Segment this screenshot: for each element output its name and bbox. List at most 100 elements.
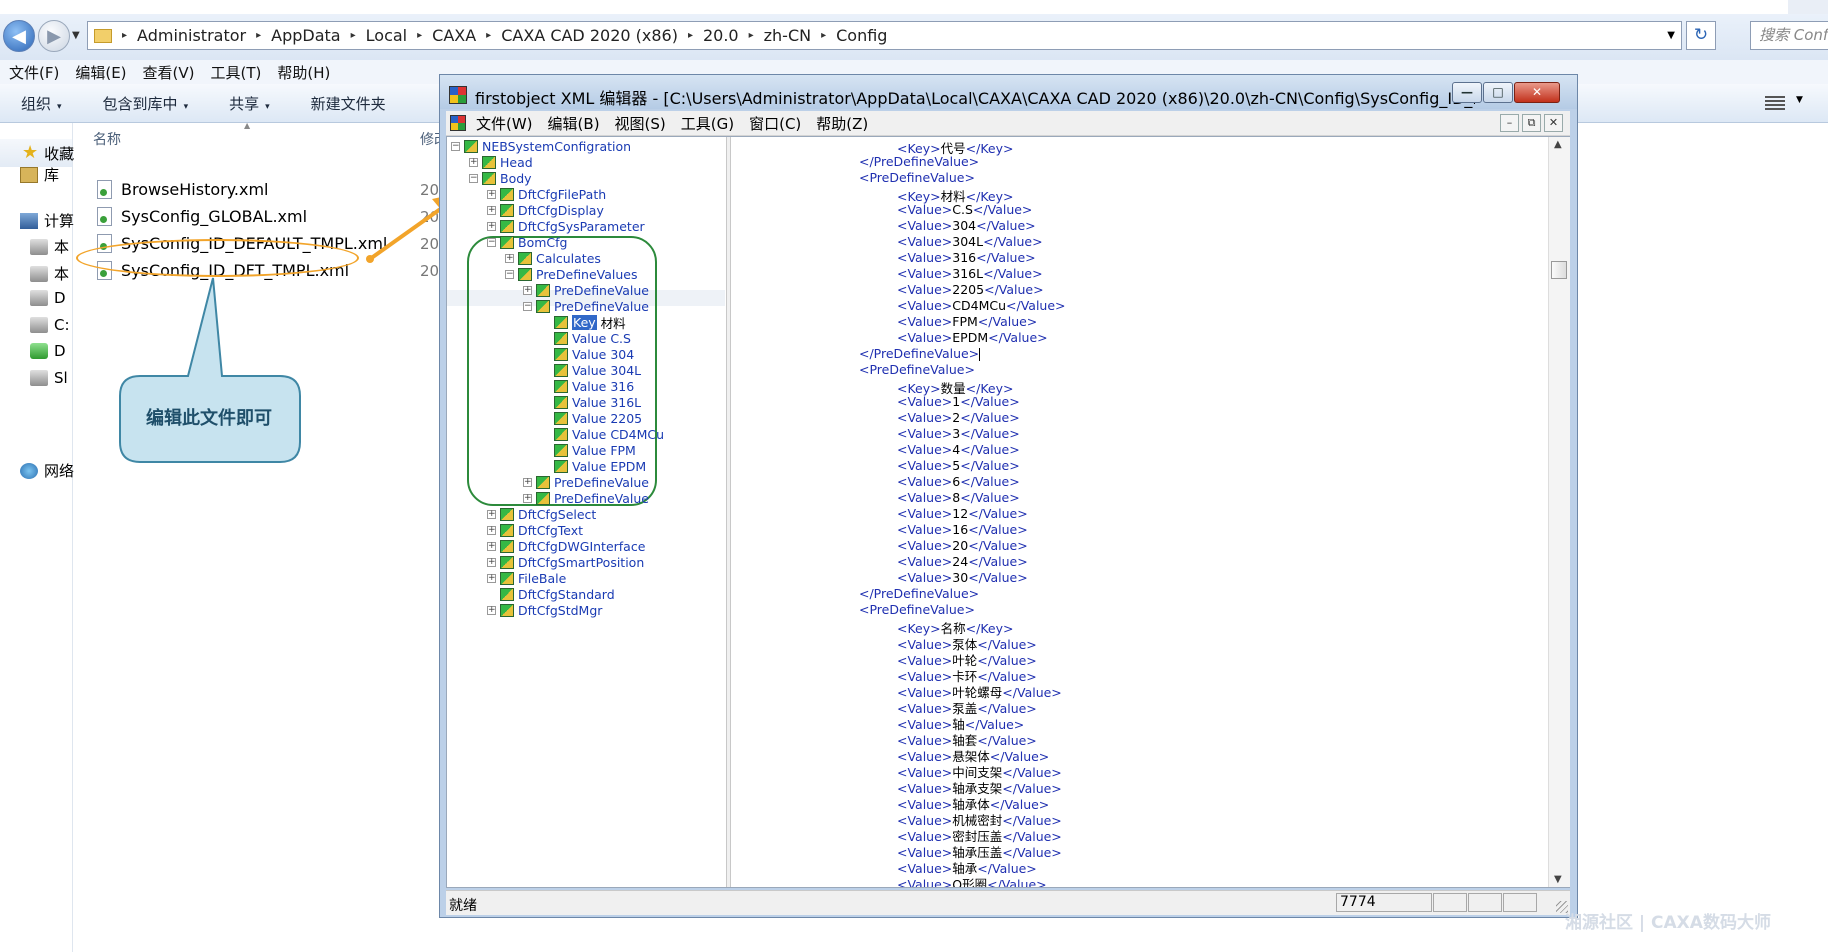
- expand-icon[interactable]: +: [487, 204, 496, 215]
- history-dropdown-icon[interactable]: ▼: [72, 30, 80, 41]
- forward-button[interactable]: ▶: [38, 20, 70, 52]
- tree-node[interactable]: +DftCfgSysParameter: [487, 218, 645, 234]
- file-row[interactable]: SysConfig_GLOBAL.xml: [97, 207, 307, 226]
- menu-item[interactable]: 编辑(E): [75, 63, 127, 82]
- expand-icon[interactable]: +: [487, 572, 496, 583]
- tree-node[interactable]: +DftCfgFilePath: [487, 186, 606, 202]
- tree-node[interactable]: +DftCfgStdMgr: [487, 602, 602, 618]
- tree-node[interactable]: +FileBale: [487, 570, 566, 586]
- column-header-name[interactable]: 名称: [93, 132, 121, 148]
- toolbar-button[interactable]: 组织▾: [21, 93, 62, 114]
- resize-grip-icon[interactable]: [1556, 901, 1568, 913]
- toolbar-button[interactable]: 新建文件夹: [311, 93, 386, 114]
- tree-node[interactable]: +DftCfgText: [487, 522, 583, 538]
- mdi-close-button[interactable]: ✕: [1544, 114, 1563, 132]
- tree-node[interactable]: +DftCfgSmartPosition: [487, 554, 644, 570]
- nav-library[interactable]: 库: [20, 164, 59, 185]
- minimize-button[interactable]: —: [1452, 82, 1482, 103]
- file-row[interactable]: BrowseHistory.xml: [97, 180, 268, 199]
- expand-icon[interactable]: +: [523, 492, 532, 503]
- breadcrumb-item[interactable]: ▸Local: [341, 26, 408, 45]
- chevron-right-icon[interactable]: ▸: [122, 30, 128, 41]
- close-button[interactable]: ✕: [1514, 82, 1560, 103]
- nav-favorites[interactable]: ★收藏: [0, 139, 74, 167]
- tree-node[interactable]: +DftCfgSelect: [487, 506, 596, 522]
- scroll-up-icon[interactable]: ▲: [1554, 139, 1562, 150]
- expand-icon[interactable]: +: [487, 524, 496, 535]
- collapse-icon[interactable]: −: [505, 268, 514, 279]
- view-dropdown-icon[interactable]: ▼: [1796, 95, 1803, 105]
- chevron-right-icon[interactable]: ▸: [417, 30, 423, 41]
- chevron-right-icon[interactable]: ▸: [748, 30, 754, 41]
- breadcrumb-item[interactable]: ▸CAXA: [407, 26, 476, 45]
- tree-node[interactable]: −NEBSystemConfigration: [451, 138, 631, 154]
- tree-node[interactable]: −PreDefineValue: [523, 298, 649, 314]
- mdi-restore-button[interactable]: ⧉: [1522, 114, 1541, 132]
- search-input[interactable]: 搜索 Confi: [1750, 21, 1828, 50]
- document-icon[interactable]: [450, 115, 466, 131]
- expand-icon[interactable]: +: [487, 188, 496, 199]
- expand-icon[interactable]: +: [487, 220, 496, 231]
- expand-icon[interactable]: +: [523, 284, 532, 295]
- scroll-down-icon[interactable]: ▼: [1554, 874, 1562, 885]
- tree-node[interactable]: +Calculates: [505, 250, 601, 266]
- breadcrumb-item[interactable]: ▸zh-CN: [739, 26, 811, 45]
- collapse-icon[interactable]: −: [451, 140, 460, 151]
- breadcrumb-item[interactable]: ▸Administrator: [112, 26, 246, 45]
- address-bar[interactable]: ▸Administrator▸AppData▸Local▸CAXA▸CAXA C…: [87, 21, 1682, 50]
- vertical-scrollbar[interactable]: ▲ ▼: [1548, 137, 1570, 887]
- tree-node[interactable]: −BomCfg: [487, 234, 567, 250]
- nav-drive-2[interactable]: 本: [30, 263, 69, 284]
- address-dropdown-icon[interactable]: ▼: [1667, 30, 1675, 41]
- expand-icon[interactable]: +: [505, 252, 514, 263]
- chevron-right-icon[interactable]: ▸: [486, 30, 492, 41]
- breadcrumb-item[interactable]: ▸Config: [811, 26, 887, 45]
- tree-node[interactable]: +Head: [469, 154, 533, 170]
- expand-icon[interactable]: +: [487, 508, 496, 519]
- nav-drive-5[interactable]: D: [30, 342, 66, 360]
- editor-menu-item[interactable]: 工具(G): [680, 114, 735, 133]
- chevron-right-icon[interactable]: ▸: [821, 30, 827, 41]
- tree-node[interactable]: +DftCfgDWGInterface: [487, 538, 645, 554]
- nav-drive-3[interactable]: D: [30, 289, 66, 307]
- back-button[interactable]: ◀: [3, 20, 35, 52]
- tree-node[interactable]: +PreDefineValue: [523, 490, 649, 506]
- toolbar-button[interactable]: 共享▾: [229, 93, 270, 114]
- tree-node[interactable]: +DftCfgDisplay: [487, 202, 604, 218]
- nav-computer[interactable]: 计算: [20, 210, 74, 231]
- nav-network[interactable]: 网络: [20, 460, 74, 481]
- editor-menu-item[interactable]: 帮助(Z): [816, 114, 869, 133]
- pane-splitter[interactable]: [726, 137, 731, 887]
- collapse-icon[interactable]: −: [523, 300, 532, 311]
- tree-node[interactable]: −Body: [469, 170, 532, 186]
- toolbar-button[interactable]: 包含到库中▾: [103, 93, 189, 114]
- editor-menu-item[interactable]: 窗口(C): [749, 114, 802, 133]
- xml-tree-pane[interactable]: −NEBSystemConfigration+Head−Body+DftCfgF…: [447, 137, 725, 887]
- scroll-thumb[interactable]: [1551, 261, 1567, 279]
- view-options-icon[interactable]: [1765, 96, 1785, 110]
- breadcrumb-item[interactable]: ▸AppData: [246, 26, 341, 45]
- collapse-icon[interactable]: −: [469, 172, 478, 183]
- menu-item[interactable]: 文件(F): [9, 63, 60, 82]
- expand-icon[interactable]: +: [523, 476, 532, 487]
- editor-menu-item[interactable]: 视图(S): [614, 114, 666, 133]
- nav-drive-1[interactable]: 本: [30, 236, 69, 257]
- expand-icon[interactable]: +: [487, 540, 496, 551]
- menu-item[interactable]: 帮助(H): [277, 63, 331, 82]
- refresh-button[interactable]: ↻: [1686, 21, 1716, 50]
- tree-node[interactable]: DftCfgStandard: [487, 586, 615, 602]
- tree-node[interactable]: −PreDefineValues: [505, 266, 638, 282]
- breadcrumb-item[interactable]: ▸CAXA CAD 2020 (x86): [476, 26, 678, 45]
- nav-drive-4[interactable]: C:: [30, 316, 70, 334]
- chevron-right-icon[interactable]: ▸: [256, 30, 262, 41]
- chevron-right-icon[interactable]: ▸: [687, 30, 693, 41]
